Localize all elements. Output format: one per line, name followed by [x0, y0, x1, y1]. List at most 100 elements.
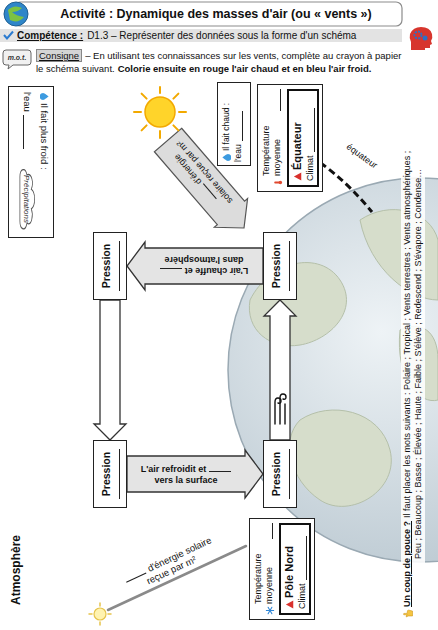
- tri-icon: [293, 172, 302, 181]
- place-box: ÉquateurClimat: [287, 89, 319, 187]
- competence-band-part: [0, 29, 402, 42]
- cloud-text: Précipitations: [22, 175, 31, 223]
- header-band: [14, 2, 402, 26]
- mot-bubble: [3, 50, 31, 69]
- competence-line: Compétence :D1.3 – Représenter des donné…: [17, 29, 356, 42]
- brain-icon-part: [423, 36, 428, 41]
- small-sun-part: [89, 603, 111, 625]
- answer-blank: [23, 115, 32, 149]
- instruction: Consigne– En utilisant tes connaissances…: [36, 50, 406, 75]
- condition-text: l'eau: [233, 144, 243, 162]
- flake-icon: [265, 606, 275, 615]
- mot-text: m.o.t.: [8, 54, 27, 61]
- pressure-label: Pression: [100, 244, 112, 288]
- logo-part: [8, 6, 24, 21]
- label-line: L'air chauffe et: [149, 266, 259, 278]
- flow-arrow: [94, 300, 126, 440]
- small-sun-part-part: [89, 613, 92, 615]
- arrow-label: L'air chauffe etdans l'atmosphère: [149, 255, 259, 277]
- logo-part: [4, 2, 28, 26]
- brain-icon-part: [410, 27, 433, 50]
- equator-text: équateur: [345, 142, 380, 171]
- small-sun-part: [94, 608, 106, 620]
- title-text: Activité : Dynamique des masses d'air (o…: [60, 7, 371, 21]
- place-name: Pôle Nord: [283, 546, 295, 598]
- hint-box: Un coup de pouce ? Il faut placer les mot…: [401, 122, 425, 622]
- small-sun-part-part: [99, 603, 101, 606]
- answer-blank: [119, 449, 120, 498]
- box-row: l'eau: [233, 86, 243, 162]
- cloud-icon-shape: [20, 170, 35, 229]
- wind-icon: [275, 394, 286, 424]
- brain-icon-part: [415, 32, 422, 39]
- drop-icon: [222, 153, 231, 162]
- box-row: Il fait chaud :: [221, 86, 231, 162]
- sun-part: [134, 87, 186, 138]
- condition-text: Il fait chaud :: [221, 103, 231, 151]
- header-band-part: [14, 2, 402, 26]
- box-row: Il fait plus froid :: [39, 92, 50, 232]
- worksheet-title: Activité : Dynamique des masses d'air (o…: [34, 4, 398, 24]
- hand-icon-shape: [403, 610, 412, 617]
- answer-blank: [289, 241, 290, 290]
- condition-text: l'eau: [22, 92, 33, 112]
- condition-text: Il fait plus froid :: [39, 103, 50, 170]
- tri-icon-shape: [285, 600, 292, 608]
- answer-blank: [209, 463, 231, 472]
- label-line: vers la surface: [131, 475, 241, 486]
- instruction-tag: Consigne: [36, 49, 82, 62]
- flow-arrow: [264, 300, 296, 440]
- flow-arrow: [127, 450, 263, 498]
- condition-box: Il fait chaud :l'eau: [217, 82, 251, 166]
- hint-text: Peu ; Beaucoup ; Basse ; Élevée ; Haute …: [413, 169, 423, 559]
- temperature-text: Température moyenne: [253, 542, 275, 604]
- pressure-box: Pression: [263, 440, 297, 508]
- competence-band-part: [4, 32, 13, 39]
- place-name: Équateur: [291, 122, 303, 170]
- hint-text: Il faut placer les mots suivants : Polai…: [402, 151, 412, 518]
- answer-blank: [234, 111, 243, 141]
- pressure-box: Pression: [93, 440, 127, 508]
- sun-part-part: [142, 125, 147, 130]
- temperature-box: Température moyenneÉquateurClimat: [257, 84, 323, 192]
- arrow-label: L'air refroidit etvers la surface: [131, 463, 241, 485]
- answer-blank: [306, 108, 315, 152]
- small-sun: [89, 603, 111, 625]
- sun-part-part: [179, 111, 186, 113]
- sun-part-part: [142, 94, 147, 99]
- temperature-text: Température moyenne: [261, 114, 283, 176]
- arrow-label-text: vers la surface: [154, 475, 217, 485]
- climate-text: Climat: [305, 155, 315, 181]
- logo-part: [4, 2, 28, 26]
- sun-part-part: [134, 111, 141, 113]
- precipitation-cloud: Précipitations: [18, 166, 37, 232]
- arrow-label-text: L'air refroidit et: [141, 464, 207, 474]
- climate-text: Climat: [297, 583, 307, 609]
- hint-heading: Un coup de pouce ?: [402, 521, 412, 607]
- sun: [134, 87, 186, 138]
- box-row: l'eauPrécipitations: [18, 92, 37, 232]
- box-row: Pôle Nord: [283, 529, 295, 609]
- place-box: Pôle NordClimat: [279, 523, 311, 615]
- box-row: Température moyenne: [261, 89, 283, 187]
- sun-part: [145, 97, 175, 127]
- box-row: Climat: [305, 95, 315, 181]
- box-row: Climat: [297, 529, 307, 609]
- pressure-box: Pression: [93, 232, 127, 300]
- small-sun-part-part: [108, 613, 111, 615]
- earth-globe-part-part: [290, 410, 392, 506]
- temperature-box: Température moyennePôle NordClimat: [249, 518, 315, 620]
- drop-icon: [40, 92, 49, 101]
- energy-text: d'énergie solaire reçue par m²: [145, 534, 213, 586]
- pressure-label: Pression: [270, 244, 282, 288]
- answer-blank: [119, 241, 120, 290]
- answer-blank: [123, 565, 147, 583]
- drop-icon-shape: [222, 154, 231, 161]
- tri-icon: [285, 600, 294, 609]
- thermo-icon: [273, 178, 283, 187]
- answer-blank: [272, 523, 273, 539]
- brain-icon: [410, 27, 433, 50]
- answer-blank: [280, 89, 281, 111]
- atmosphere-label: Atmosphère: [9, 524, 23, 616]
